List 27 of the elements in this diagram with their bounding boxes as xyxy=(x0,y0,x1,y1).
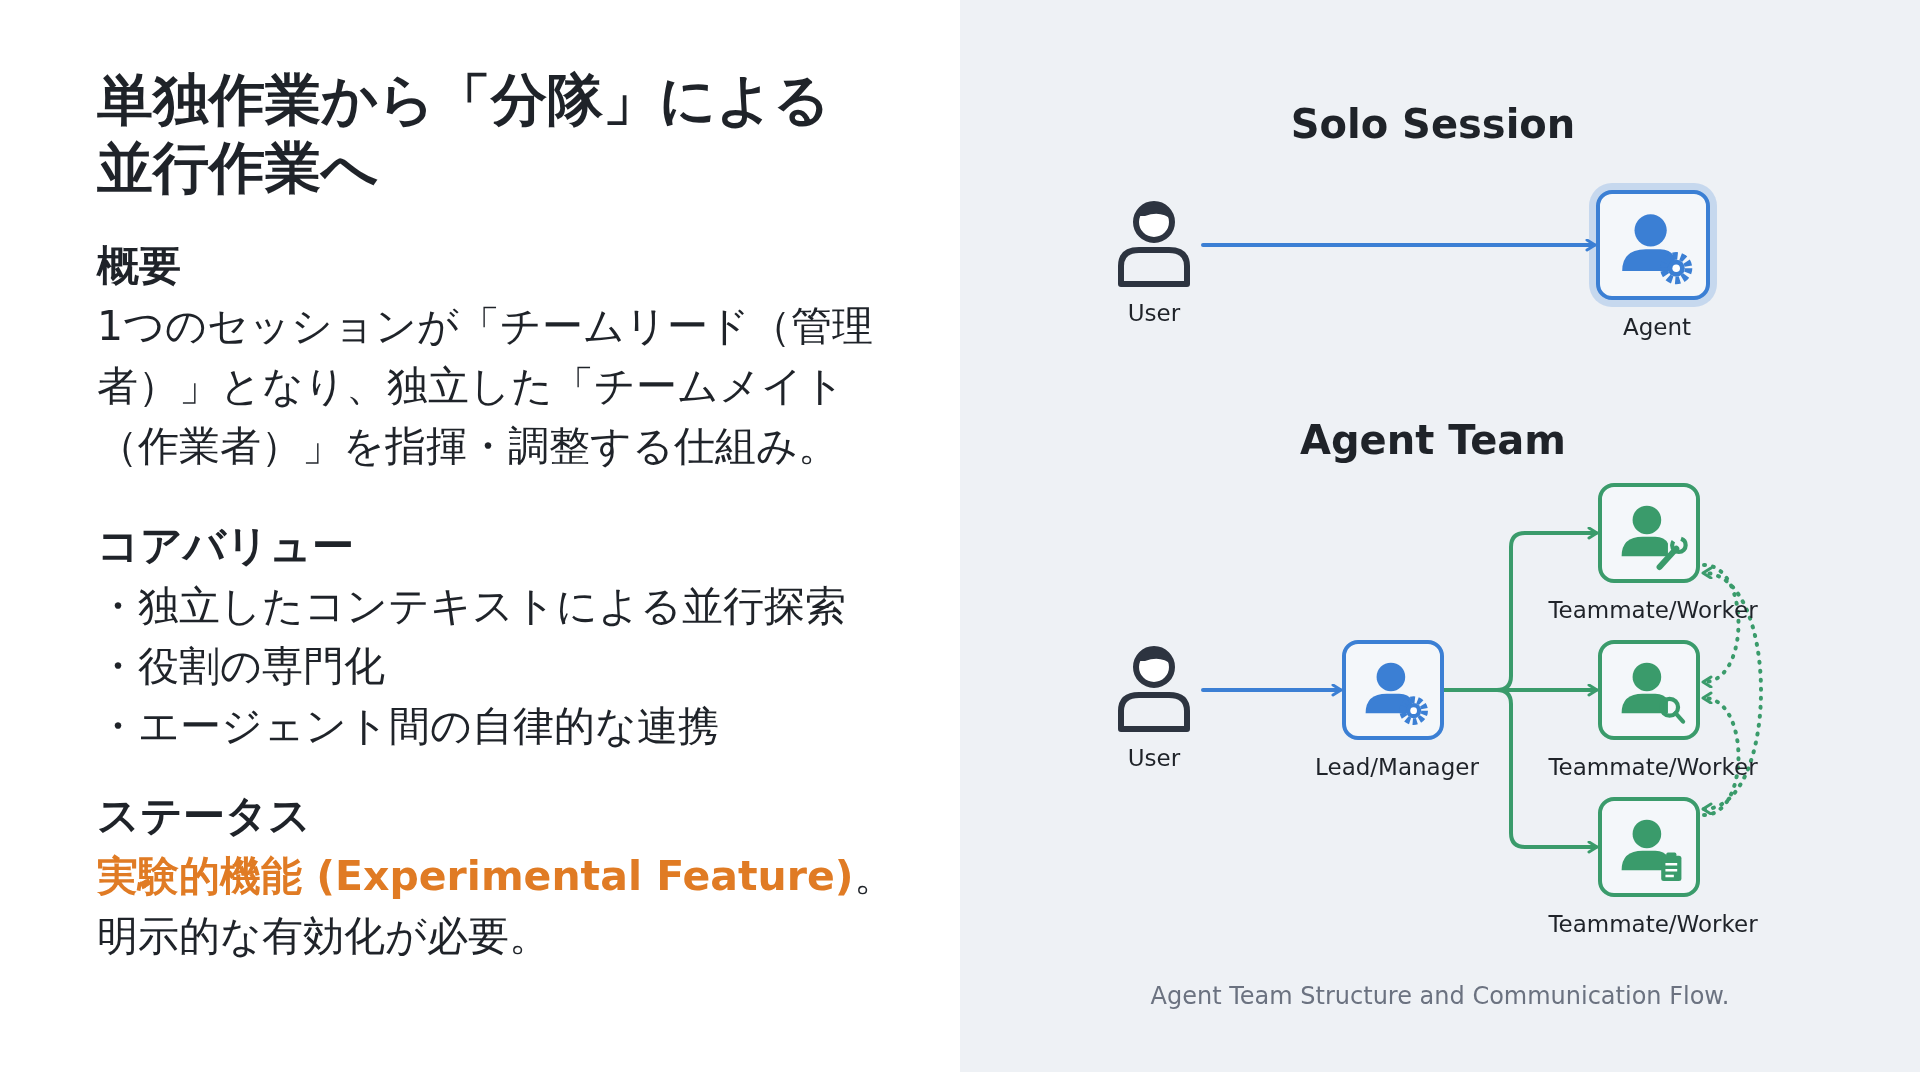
arrow xyxy=(1701,563,1741,687)
bullet-item: ・エージェント間の自律的な連携 xyxy=(97,701,720,752)
status-text: 実験的機能 (Experimental Feature) xyxy=(97,852,854,900)
node-label: Teammate/Worker xyxy=(1548,911,1758,937)
node-label: Lead/Manager xyxy=(1315,754,1479,780)
node-label: User xyxy=(1127,745,1181,771)
bullet-item: ・役割の専門化 xyxy=(97,641,386,692)
title: 単独作業から「分隊」による並行作業へ xyxy=(97,66,831,202)
arrow xyxy=(1201,683,1343,697)
section-heading: 概要 xyxy=(97,240,182,292)
section-heading: Solo Session xyxy=(1290,100,1576,149)
bullet-item: ・独立したコンテキストによる並行探索 xyxy=(97,581,847,632)
node-label: Teammate/Worker xyxy=(1548,597,1758,623)
node-label: Teammate/Worker xyxy=(1548,754,1758,780)
arrow xyxy=(1701,568,1763,814)
note-text: 明示的な有効化が必要。 xyxy=(97,911,551,962)
arrow xyxy=(1201,238,1597,252)
arrow xyxy=(1442,688,1599,854)
caption: Agent Team Structure and Communication Flow. xyxy=(1150,982,1730,1010)
punctuation: 。 xyxy=(853,852,895,900)
paragraph: 1つのセッションが「チームリード（管理者）」となり、独立した「チームメイト（作業者）」を指揮・調整する仕組み。 xyxy=(97,301,875,472)
node-label: User xyxy=(1127,300,1181,326)
section-heading: コアバリュー xyxy=(97,520,355,572)
node-label: Agent xyxy=(1622,314,1692,340)
arrow xyxy=(1701,693,1741,817)
section-heading: ステータス xyxy=(97,790,312,842)
section-heading: Agent Team xyxy=(1300,416,1566,465)
